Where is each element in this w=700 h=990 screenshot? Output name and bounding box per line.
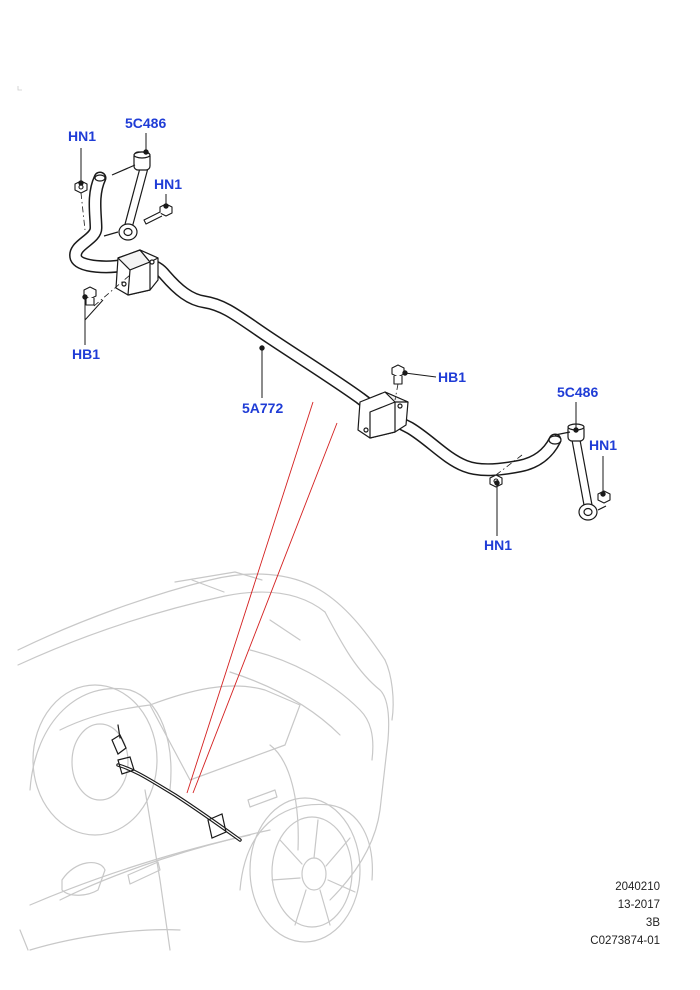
- callout-5c486-top[interactable]: 5C486: [125, 115, 167, 131]
- meta-code-3: 3B: [645, 917, 660, 929]
- stabilizer-bar-5a772: [69, 171, 562, 477]
- drop-link-left: [103, 151, 151, 241]
- right-bushing-bracket: [357, 391, 409, 439]
- callout-hn1-right[interactable]: HN1: [589, 437, 618, 453]
- corner-registration-mark: [17, 86, 22, 91]
- callout-hn1-top-left[interactable]: HN1: [68, 128, 97, 144]
- callout-hn1-link-bolt[interactable]: HN1: [154, 176, 183, 192]
- callout-hb1-right[interactable]: HB1: [438, 369, 467, 385]
- drop-link-right: [554, 423, 607, 521]
- meta-code-2: 13-2017: [617, 899, 660, 911]
- callout-5c486-right[interactable]: 5C486: [557, 384, 599, 400]
- installed-stabilizer-bar: [111, 724, 242, 842]
- location-pointer-lines: [186, 401, 338, 794]
- vehicle-outline: [17, 571, 394, 951]
- callout-hn1-bottom[interactable]: HN1: [484, 537, 513, 553]
- bolt-hb1-right: [391, 364, 405, 378]
- fasteners: [74, 180, 611, 504]
- meta-code-1: 2040210: [615, 881, 660, 893]
- assembly-centerlines: [80, 192, 523, 476]
- meta-code-4: C0273874-01: [590, 935, 660, 947]
- callout-5a772[interactable]: 5A772: [242, 400, 284, 416]
- leader-lines: [78, 133, 606, 536]
- callout-hb1-left[interactable]: HB1: [72, 346, 101, 362]
- wheel-spokes: [271, 819, 356, 926]
- left-bushing-bracket: [115, 249, 159, 296]
